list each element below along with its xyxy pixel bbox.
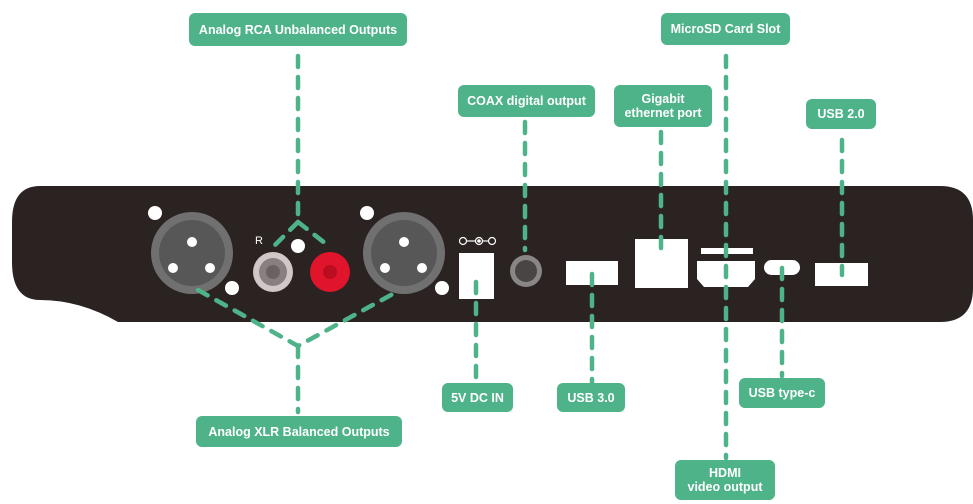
leader-lines <box>195 53 845 461</box>
dc-polarity-icon <box>458 236 497 246</box>
callout-usb2: USB 2.0 <box>806 99 876 129</box>
xlr-connector-left <box>148 206 239 295</box>
xlr-connector-right <box>360 206 449 295</box>
callout-gigabit-ethernet: Gigabit ethernet port <box>614 85 712 127</box>
rca-channel-letter: R <box>255 235 263 247</box>
callout-xlr-outputs: Analog XLR Balanced Outputs <box>196 416 402 447</box>
rca-connector-pair <box>253 239 350 292</box>
callout-rca-outputs: Analog RCA Unbalanced Outputs <box>189 13 407 46</box>
callout-coax-output: COAX digital output <box>458 85 595 117</box>
callout-usbc: USB type-c <box>739 378 825 408</box>
coax-jack <box>510 255 542 287</box>
callout-microsd-slot: MicroSD Card Slot <box>661 13 790 45</box>
callout-dc-in: 5V DC IN <box>442 383 513 412</box>
callout-hdmi-output: HDMI video output <box>675 460 775 500</box>
callout-usb3: USB 3.0 <box>557 383 625 412</box>
